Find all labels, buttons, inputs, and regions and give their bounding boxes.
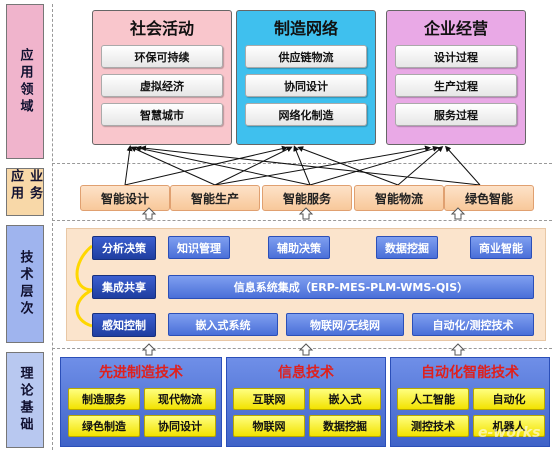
- theory-item: 制造服务: [68, 388, 140, 410]
- domain-item: 服务过程: [395, 103, 517, 126]
- business-app: 绿色智能: [444, 185, 534, 211]
- theory-item: 数据挖掘: [309, 415, 381, 437]
- loop-perception-control: 感知控制: [92, 313, 156, 337]
- domain-enterprise-operation: 企业经营 设计过程 生产过程 服务过程: [386, 10, 526, 145]
- theory-item: 现代物流: [144, 388, 216, 410]
- theory-item: 嵌入式: [309, 388, 381, 410]
- theory-advanced-manufacturing: 先进制造技术 制造服务 现代物流 绿色制造 协同设计: [60, 357, 222, 447]
- domain-manufacturing-network: 制造网络 供应链物流 协同设计 网络化制造: [236, 10, 376, 145]
- side-label-theory-base: 理论基础: [6, 352, 44, 448]
- loop-analysis-decision: 分析决策: [92, 236, 156, 260]
- theory-title: 自动化智能技术: [421, 365, 519, 381]
- tech-decision-support: 辅助决策: [268, 236, 330, 259]
- frame-divider-vertical: [52, 4, 53, 450]
- tech-knowledge-management: 知识管理: [168, 236, 230, 259]
- up-arrow-icon: [450, 207, 466, 220]
- up-arrow-icon: [298, 207, 314, 220]
- divider-business-tech: [52, 220, 552, 221]
- divider-domain-business: [52, 163, 552, 164]
- domain-item: 供应链物流: [245, 45, 367, 68]
- watermark-logo: e-works: [478, 425, 541, 441]
- tech-data-mining: 数据挖掘: [376, 236, 438, 259]
- tech-automation: 自动化/测控技术: [412, 313, 534, 336]
- theory-automation-intelligence: 自动化智能技术 人工智能 自动化 测控技术 机器人: [390, 357, 550, 447]
- tech-system-integration: 信息系统集成（ERP-MES-PLM-WMS-QIS）: [168, 275, 534, 299]
- domain-social-activity: 社会活动 环保可持续 虚拟经济 智慧城市: [92, 10, 232, 145]
- domain-item: 协同设计: [245, 74, 367, 97]
- domain-item: 网络化制造: [245, 103, 367, 126]
- up-arrow-icon: [141, 207, 157, 220]
- domain-title: 企业经营: [423, 19, 488, 38]
- side-label-application-domain: 应用领域: [6, 4, 44, 159]
- domain-title: 社会活动: [129, 19, 194, 38]
- up-arrow-icon: [450, 343, 466, 356]
- domain-item: 智慧城市: [101, 103, 223, 126]
- domain-item: 设计过程: [395, 45, 517, 68]
- side-label-tech-layer: 技术层次: [6, 225, 44, 343]
- domain-item: 生产过程: [395, 74, 517, 97]
- business-app: 智能服务: [262, 185, 352, 211]
- domain-item: 环保可持续: [101, 45, 223, 68]
- theory-item: 机器人: [473, 415, 545, 437]
- theory-information-technology: 信息技术 互联网 嵌入式 物联网 数据挖掘: [226, 357, 386, 447]
- up-arrow-icon: [141, 343, 157, 356]
- theory-item: 自动化: [473, 388, 545, 410]
- theory-item: 绿色制造: [68, 415, 140, 437]
- business-app: 智能设计: [80, 185, 170, 211]
- side-label-business-application: 业务应用: [6, 168, 44, 216]
- domain-item: 虚拟经济: [101, 74, 223, 97]
- theory-title: 先进制造技术: [99, 365, 183, 381]
- business-app: 智能物流: [354, 185, 444, 211]
- theory-title: 信息技术: [278, 365, 334, 381]
- theory-item: 协同设计: [144, 415, 216, 437]
- domain-title: 制造网络: [273, 19, 338, 38]
- up-arrow-icon: [298, 343, 314, 356]
- theory-item: 互联网: [233, 388, 305, 410]
- tech-embedded-system: 嵌入式系统: [168, 313, 278, 336]
- theory-item: 人工智能: [397, 388, 469, 410]
- loop-integration-sharing: 集成共享: [92, 275, 156, 299]
- theory-item: 物联网: [233, 415, 305, 437]
- theory-item: 测控技术: [397, 415, 469, 437]
- business-app: 智能生产: [170, 185, 260, 211]
- tech-business-intelligence: 商业智能: [470, 236, 532, 259]
- tech-iot-wireless: 物联网/无线网: [286, 313, 404, 336]
